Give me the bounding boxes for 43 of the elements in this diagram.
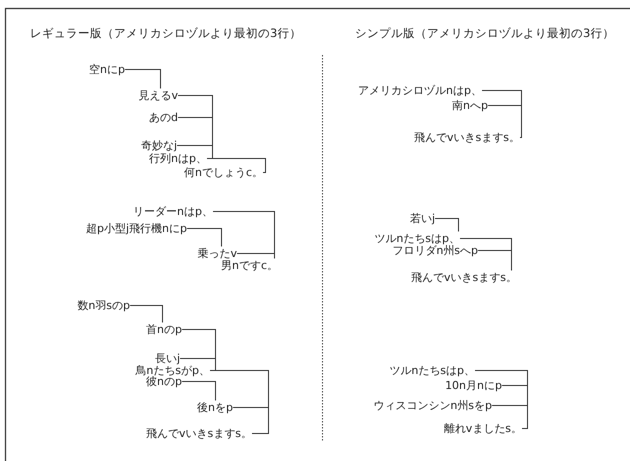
phrase-text: 長いj xyxy=(154,352,180,364)
phrase-text: アメリカシロヅルnはp、 xyxy=(358,84,482,96)
phrase-text: 飛んでvいきsますs。 xyxy=(414,130,520,144)
phrase-text: 10n月nにp xyxy=(445,378,502,392)
phrase-text: 首nのp xyxy=(146,322,182,336)
phrase-text: 若いj xyxy=(410,212,435,224)
phrase-text: 南nへp xyxy=(452,98,488,112)
phrase-text: 乗ったv xyxy=(197,246,237,260)
phrase-text: 飛んでvいきsますs。 xyxy=(146,426,252,440)
bracket-line xyxy=(180,358,216,371)
phrase-text: フロリダn州sへp xyxy=(392,244,478,256)
heading: レギュラー版（アメリカシロヅルより最初の3行） xyxy=(30,26,302,40)
bracket-line xyxy=(182,381,216,401)
bracket-line xyxy=(488,105,522,138)
phrase-text: 男nですc。 xyxy=(220,258,278,272)
phrase-text: 飛んでvいきsますs。 xyxy=(411,270,517,284)
phrase-text: 何nでしょうc。 xyxy=(184,166,263,178)
bracket-line xyxy=(232,407,269,434)
phrase-text: ツルnたちsはp、 xyxy=(374,232,460,244)
phrase-text: リーダーnはp、 xyxy=(133,204,213,218)
phrase-text: あのd xyxy=(149,110,178,124)
phrase-text: 超p小型j飛行機nにp xyxy=(86,222,187,234)
bracket-line xyxy=(186,228,222,247)
phrase-text: 後nをp xyxy=(197,400,233,414)
bracket-line xyxy=(492,405,528,429)
bracket-line xyxy=(478,250,512,271)
bracket-line xyxy=(124,69,161,89)
bracket-line xyxy=(236,253,275,259)
bracket-line xyxy=(176,145,213,159)
phrase-text: 見えるv xyxy=(138,88,178,102)
phrase-text: 奇妙なj xyxy=(140,138,177,152)
phrase-text: 鳥nたちsがp、 xyxy=(135,364,210,376)
bracket-line xyxy=(434,218,459,232)
phrase-text: 行列nはp、 xyxy=(149,152,207,164)
bracket-line xyxy=(130,305,163,323)
phrase-text: ツルnたちsはp、 xyxy=(389,364,475,376)
phrase-text: ウィスコンシンn州sをp xyxy=(373,398,492,412)
bracket-line xyxy=(206,158,266,173)
phrase-text: 離れvましたs。 xyxy=(444,422,522,434)
phrase-text: 彼nのp xyxy=(146,374,182,388)
phrase-text: 数n羽sのp xyxy=(77,298,130,312)
heading: シンプル版（アメリカシロヅルより最初の3行） xyxy=(355,26,614,40)
phrase-text: 空nにp xyxy=(89,62,125,76)
